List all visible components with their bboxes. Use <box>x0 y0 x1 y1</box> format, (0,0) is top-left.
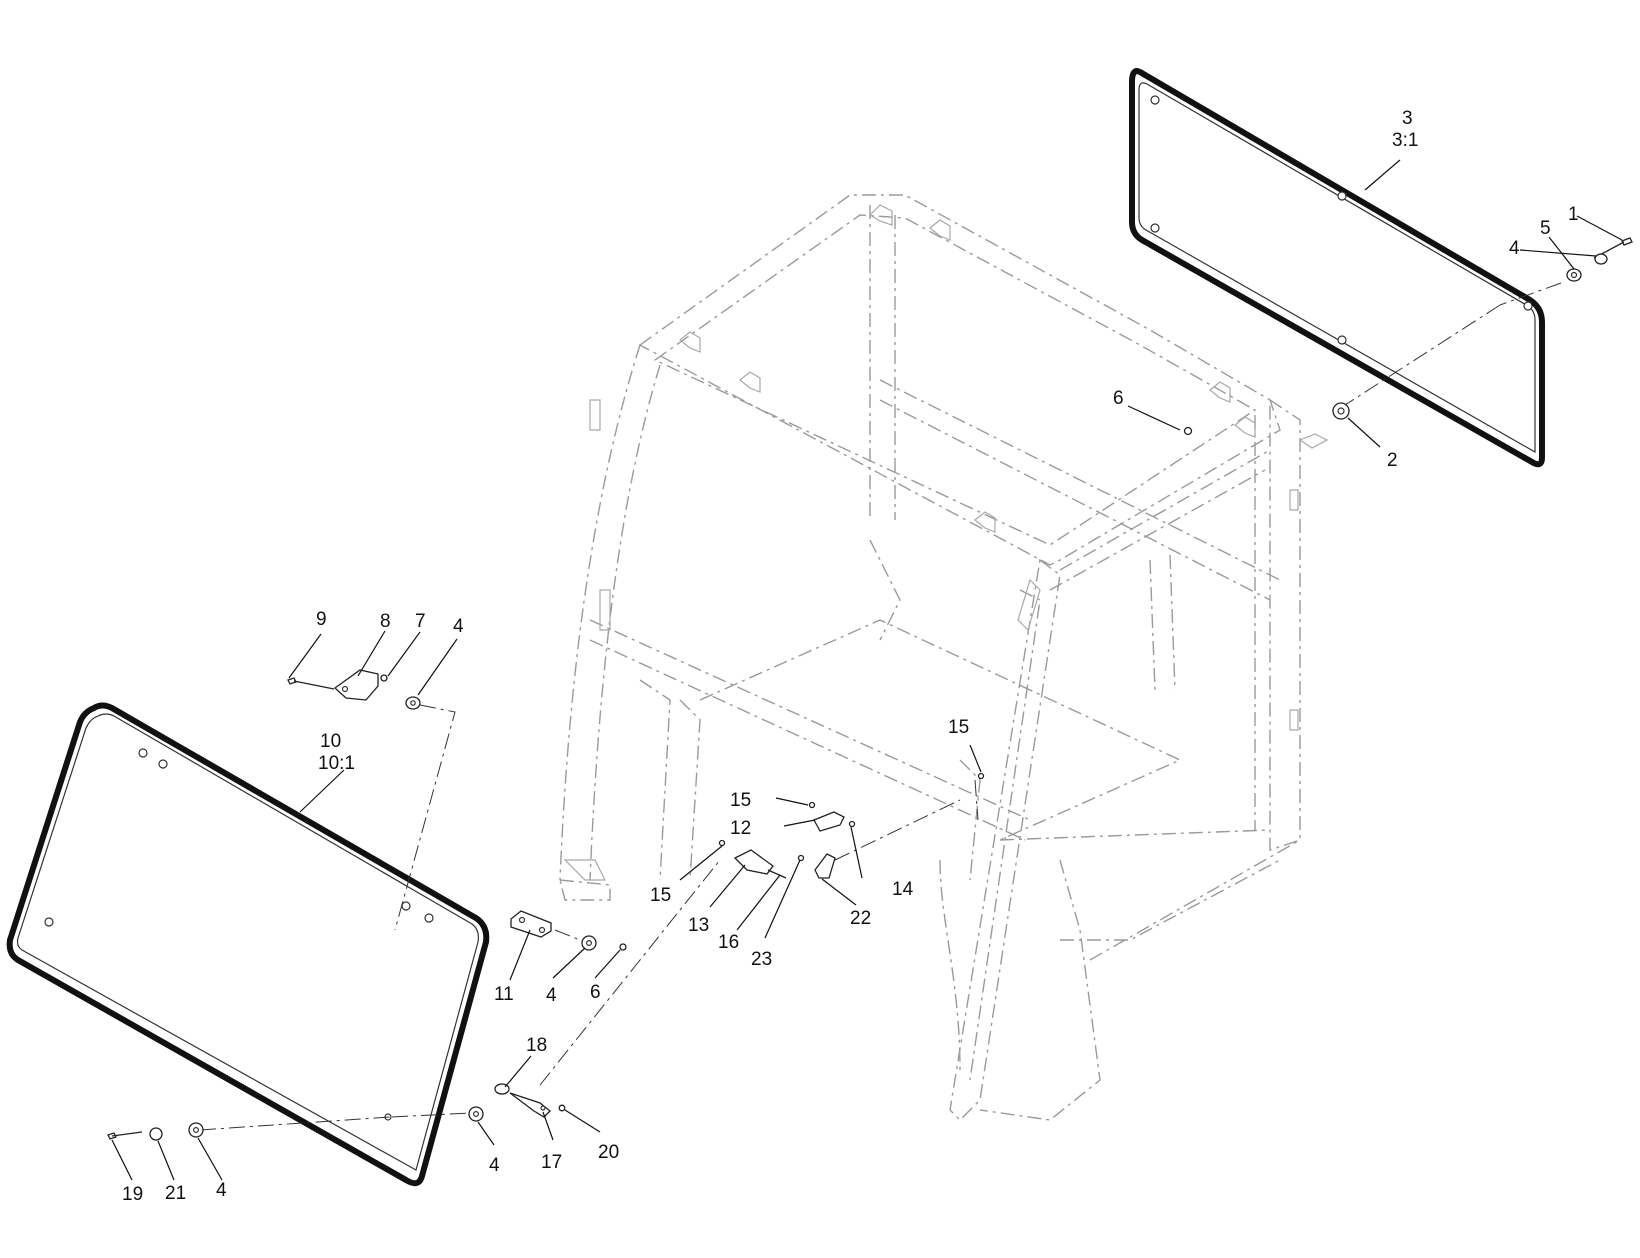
callout-3: 3 <box>1402 108 1413 129</box>
latch-icon <box>813 811 845 832</box>
callout-1: 1 <box>1568 204 1579 225</box>
rear-glass-panel <box>1129 68 1545 468</box>
leader-lines <box>111 159 1623 1181</box>
callout-15: 15 <box>948 717 969 738</box>
washer-icon <box>1594 253 1608 265</box>
callout-21: 21 <box>165 1183 186 1204</box>
callout-13: 13 <box>688 915 709 936</box>
front-glass-hardware <box>107 669 721 1141</box>
callout-10: 10 <box>320 731 341 752</box>
callout-15: 15 <box>730 790 751 811</box>
callout-4: 4 <box>216 1180 227 1201</box>
cab-frame-illustration <box>559 194 1329 1121</box>
callout-9: 9 <box>316 609 327 630</box>
callout-17: 17 <box>541 1152 562 1173</box>
callout-5: 5 <box>1540 218 1551 239</box>
callout-18: 18 <box>526 1035 547 1056</box>
callout-10-1: 10:1 <box>318 753 355 774</box>
latch-icon <box>509 1092 551 1118</box>
callout-8: 8 <box>380 611 391 632</box>
callout-4: 4 <box>453 616 464 637</box>
washer-icon <box>149 1127 163 1141</box>
callout-16: 16 <box>718 932 739 953</box>
callout-7: 7 <box>415 611 426 632</box>
callout-20: 20 <box>598 1142 619 1163</box>
handle-icon <box>733 849 774 875</box>
latch-assembly <box>718 772 985 879</box>
screw-icon <box>287 677 335 690</box>
hinge-icon <box>510 910 552 938</box>
callout-labels: 1 3 3:1 5 4 2 6 9 8 7 4 10 10:1 15 15 12… <box>122 108 1579 1205</box>
striker-icon <box>814 853 836 879</box>
hinge-icon <box>333 669 379 701</box>
callout-22: 22 <box>850 908 871 929</box>
callout-15: 15 <box>650 885 671 906</box>
callout-19: 19 <box>122 1184 143 1205</box>
callout-4: 4 <box>489 1155 500 1176</box>
callout-11: 11 <box>494 984 514 1005</box>
front-glass-panel <box>6 702 490 1187</box>
callout-6: 6 <box>590 982 601 1003</box>
bolt-icon <box>107 1131 143 1140</box>
callout-6: 6 <box>1113 388 1124 409</box>
rear-hardware <box>1183 237 1633 436</box>
callout-3-1: 3:1 <box>1392 130 1418 151</box>
callout-4: 4 <box>546 985 557 1006</box>
callout-23: 23 <box>751 949 772 970</box>
callout-12: 12 <box>730 818 751 839</box>
callout-2: 2 <box>1387 450 1398 471</box>
callout-14: 14 <box>892 879 914 900</box>
callout-4: 4 <box>1509 238 1520 259</box>
nut-icon <box>1183 426 1193 436</box>
